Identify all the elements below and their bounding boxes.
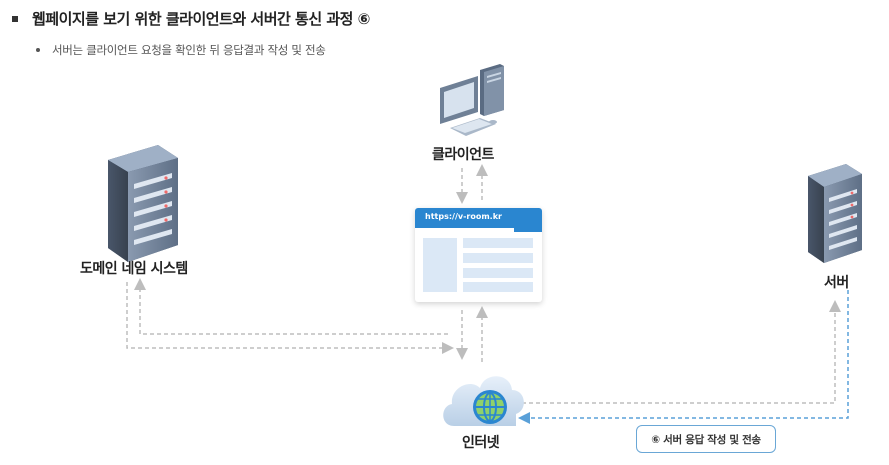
dns-server-icon <box>108 145 178 262</box>
subtitle-row: 서버는 클라이언트 요청을 확인한 뒤 응답결과 작성 및 전송 <box>36 42 326 58</box>
title-bullet <box>12 15 18 22</box>
arrow-internet-to-server <box>522 300 841 404</box>
browser-tab-accent <box>514 226 542 232</box>
server-label: 서버 <box>824 275 849 291</box>
internet-cloud-icon <box>443 376 524 426</box>
arrow-server-to-internet <box>518 290 849 424</box>
browser-content-line <box>463 282 533 292</box>
internet-label: 인터넷 <box>462 435 500 451</box>
client-computer-icon <box>440 64 504 136</box>
subtitle-bullet <box>36 48 40 52</box>
arrow-dns-to-internet <box>126 282 454 354</box>
browser-content-line <box>463 253 533 263</box>
title-row: 웹페이지를 보기 위한 클라이언트와 서버간 통신 과정 ⑥ <box>12 8 370 29</box>
arrow-internet-to-dns <box>134 278 448 335</box>
step-badge: ⑥ 서버 응답 작성 및 전송 <box>636 425 776 453</box>
dns-label: 도메인 네임 시스템 <box>80 261 188 277</box>
client-label: 클라이언트 <box>432 147 494 163</box>
browser-address-bar: https://v-room.kr <box>415 208 542 232</box>
browser-content-line <box>463 238 533 248</box>
browser-content-line <box>463 268 533 278</box>
browser-content-sidebar <box>423 238 457 292</box>
page-title: 웹페이지를 보기 위한 클라이언트와 서버간 통신 과정 ⑥ <box>32 10 370 28</box>
browser-url: https://v-room.kr <box>425 212 502 221</box>
web-server-icon <box>808 164 862 263</box>
page-subtitle: 서버는 클라이언트 요청을 확인한 뒤 응답결과 작성 및 전송 <box>52 43 326 57</box>
browser-window: https://v-room.kr <box>415 208 542 302</box>
